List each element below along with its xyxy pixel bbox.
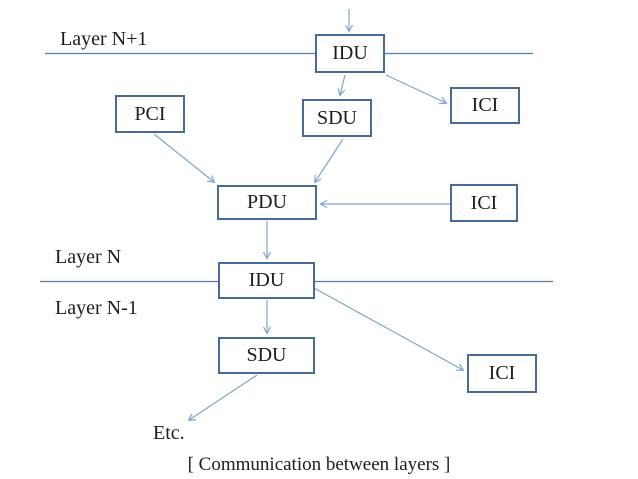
arrow-sdu-top-to-pdu [314,138,344,184]
arrow-sdu-bottom-to-etc [187,374,258,421]
node-pdu: PDU [217,185,317,220]
node-ici-top: ICI [450,87,520,124]
node-idu-top: IDU [315,34,385,73]
node-sdu-bottom: SDU [218,337,315,374]
node-pci: PCI [115,95,185,133]
layer-label-n-minus-1: Layer N-1 [55,297,138,319]
diagram-caption: [ Communication between layers ] [187,454,451,475]
node-ici-bottom: ICI [467,354,537,393]
node-sdu-top: SDU [302,99,372,137]
arrow-idu-top-to-sdu-top [337,74,346,97]
layer-label-n: Layer N [55,246,122,268]
node-idu-bottom: IDU [218,262,315,299]
layer-label-n-plus-1: Layer N+1 [60,28,148,50]
etc-label: Etc. [153,422,185,444]
arrow-idu-bottom-to-ici-bottom [313,287,465,371]
arrow-idu-top-to-ici-top [385,74,448,105]
node-ici-middle: ICI [450,184,518,222]
arrow-pci-to-pdu [153,133,216,184]
